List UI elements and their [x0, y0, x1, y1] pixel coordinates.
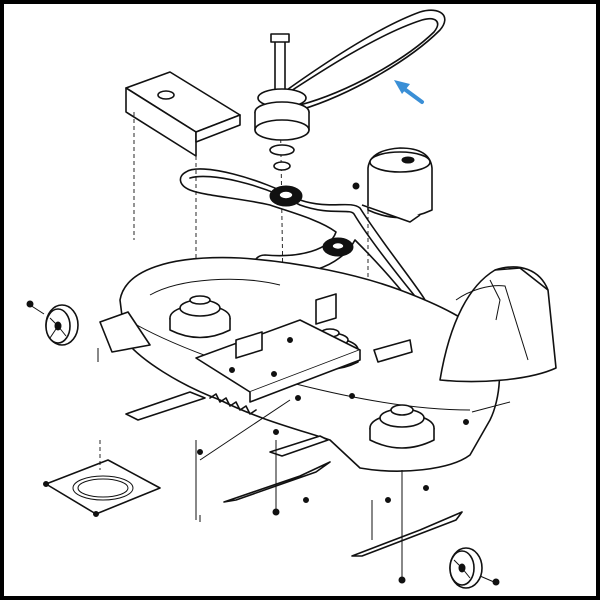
- mower-deck-exploded-diagram: [26, 9, 557, 589]
- arrow-icon: [394, 80, 424, 104]
- blade-center: [223, 435, 331, 503]
- right-belt-guard: [361, 147, 433, 330]
- blade-left: [125, 391, 206, 421]
- tension-spring: [195, 393, 291, 522]
- spindle-left: [169, 295, 231, 339]
- mounting-bracket-center: [195, 293, 413, 403]
- left-belt-guard: [125, 71, 241, 300]
- drive-plate: [43, 440, 161, 517]
- gauge-wheel-right: [449, 547, 500, 589]
- diagram-frame: [4, 4, 596, 596]
- deck-belt: [179, 168, 427, 309]
- fastener-hardware: [97, 182, 511, 584]
- idler-pulley-upper: [269, 185, 303, 207]
- gauge-wheel-left: [26, 300, 79, 346]
- idler-pulley-lower: [322, 237, 354, 257]
- spindle-right: [369, 404, 435, 449]
- discharge-chute: [439, 266, 557, 383]
- blade-right: [351, 511, 463, 557]
